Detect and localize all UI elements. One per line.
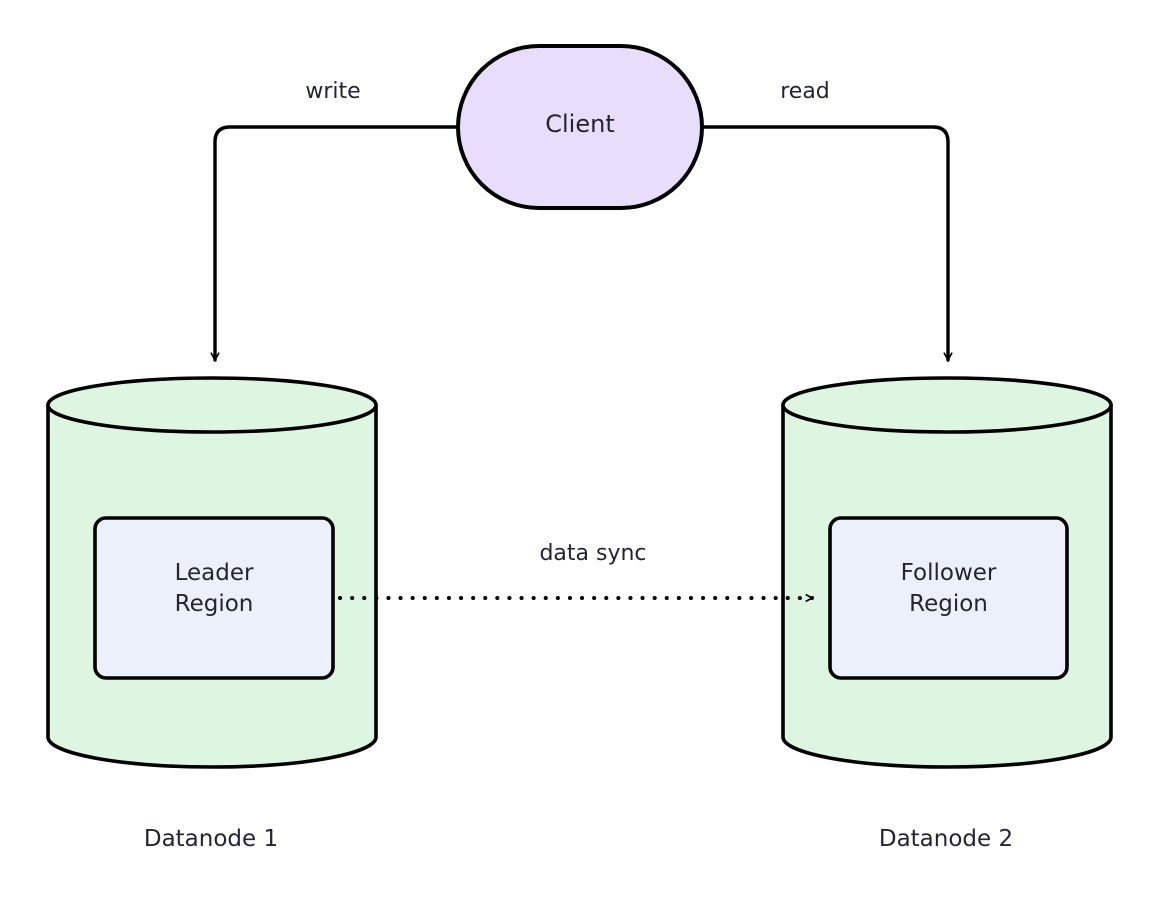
- edge-read-path: [700, 125, 948, 362]
- edge-label-data-sync: data sync: [507, 539, 679, 568]
- leader-region-box[interactable]: [93, 516, 335, 680]
- edge-read: [700, 125, 948, 362]
- edge-label-read: read: [739, 78, 871, 105]
- edge-label-write: write: [267, 78, 399, 105]
- datanode2-cylinder-top: [781, 376, 1113, 434]
- node-datanode1[interactable]: [46, 376, 378, 769]
- edge-write-path: [215, 125, 460, 362]
- edge-write: [215, 125, 460, 362]
- node-datanode2[interactable]: [781, 376, 1113, 769]
- node-client[interactable]: [456, 44, 704, 210]
- client-shape: [456, 44, 704, 210]
- datanode1-cylinder-top: [46, 376, 378, 434]
- follower-region-box[interactable]: [828, 516, 1069, 680]
